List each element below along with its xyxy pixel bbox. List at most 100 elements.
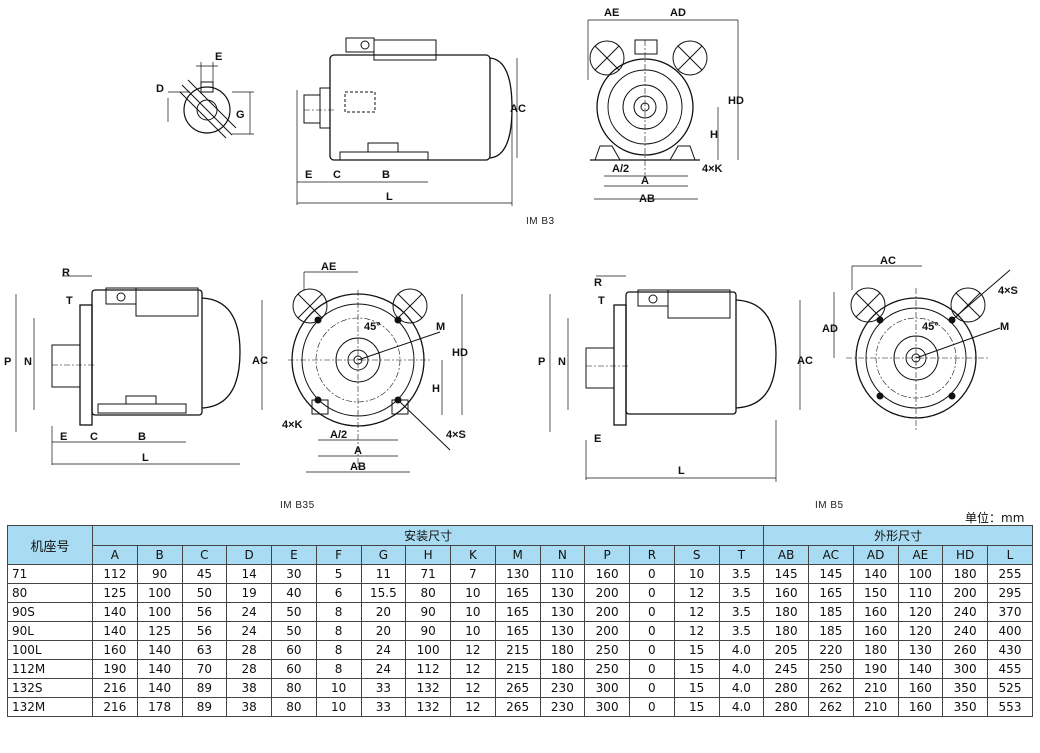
table-cell: 12 xyxy=(450,640,496,660)
dim-label-b3-b: B xyxy=(382,169,390,181)
table-cell: 90 xyxy=(405,621,451,641)
table-cell: 180 xyxy=(539,659,586,679)
table-cell: 0 xyxy=(629,564,675,584)
table-cell: 28 xyxy=(226,659,272,679)
table-column-header: R xyxy=(629,545,675,565)
table-cell: 89 xyxy=(181,697,228,717)
table-cell: 295 xyxy=(987,583,1033,603)
table-column-header: AC xyxy=(808,545,854,565)
table-cell: 20 xyxy=(360,621,407,641)
table-cell: 140 xyxy=(136,640,183,660)
table-cell: 24 xyxy=(360,640,407,660)
table-cell: 160 xyxy=(852,602,899,622)
table-cell: 300 xyxy=(584,678,630,698)
table-cell: 3.5 xyxy=(718,621,765,641)
caption-im-b3: IM B3 xyxy=(526,216,555,227)
table-cell: 145 xyxy=(763,564,809,584)
table-cell: 230 xyxy=(539,678,586,698)
dim-label-b35f-m: M xyxy=(436,321,445,333)
table-cell: 12 xyxy=(450,659,496,679)
table-cell: 125 xyxy=(136,621,183,641)
table-cell: 0 xyxy=(629,583,675,603)
dim-label-b5-e: E xyxy=(594,433,601,445)
table-cell: 50 xyxy=(271,621,317,641)
table-cell: 12 xyxy=(673,602,720,622)
table-cell: 200 xyxy=(942,583,988,603)
dim-label-b3-l: L xyxy=(386,191,393,203)
table-cell: 185 xyxy=(808,621,854,641)
table-cell: 250 xyxy=(808,659,854,679)
dim-label-b35f-ae: AE xyxy=(321,261,336,273)
dim-label-b35-n: N xyxy=(24,356,32,368)
table-cell: 45 xyxy=(181,564,228,584)
table-cell: 12 xyxy=(450,697,496,717)
dim-label-b35f-a: A xyxy=(354,445,362,457)
caption-im-b5: IM B5 xyxy=(815,500,844,511)
table-cell: 15.5 xyxy=(360,583,407,603)
dim-label-b35-ac: AC xyxy=(252,355,268,367)
table-cell: 200 xyxy=(584,583,630,603)
table-cell: 0 xyxy=(629,659,675,679)
dim-label-b3f-h: H xyxy=(710,129,718,141)
table-cell: 255 xyxy=(987,564,1033,584)
table-cell: 205 xyxy=(763,640,809,660)
table-cell: 8 xyxy=(315,640,362,660)
table-cell: 180 xyxy=(852,640,899,660)
dim-label-b5-l: L xyxy=(678,465,685,477)
table-cell: 80 xyxy=(271,697,317,717)
table-column-header: T xyxy=(718,545,765,565)
table-column-header: C xyxy=(181,545,228,565)
table-cell: 260 xyxy=(942,640,988,660)
dim-label-b3-c: C xyxy=(333,169,341,181)
dim-label-b5-p: P xyxy=(538,356,545,368)
dim-label-b3f-ab: AB xyxy=(639,193,655,205)
table-cell: 80 xyxy=(271,678,317,698)
table-cell: 165 xyxy=(494,583,541,603)
table-cell: 130 xyxy=(494,564,541,584)
table-cell: 28 xyxy=(226,640,272,660)
table-column-header: H xyxy=(405,545,451,565)
dim-label-b5f-ad: AD xyxy=(822,323,838,335)
table-cell: 30 xyxy=(271,564,317,584)
table-cell: 160 xyxy=(92,640,138,660)
table-cell: 8 xyxy=(315,602,362,622)
table-cell: 145 xyxy=(808,564,854,584)
dim-label-b5f-4s: 4×S xyxy=(998,285,1018,297)
table-column-header: B xyxy=(136,545,183,565)
table-cell: 3.5 xyxy=(718,564,765,584)
table-cell: 33 xyxy=(360,678,407,698)
table-cell: 455 xyxy=(987,659,1033,679)
table-cell: 160 xyxy=(852,621,899,641)
table-group-outline-dimensions: 外形尺寸 xyxy=(763,525,1033,546)
table-cell: 100 xyxy=(136,602,183,622)
table-cell: 56 xyxy=(181,602,228,622)
table-cell: 4.0 xyxy=(718,659,765,679)
table-cell: 430 xyxy=(987,640,1033,660)
table-cell: 240 xyxy=(942,621,988,641)
table-cell: 10 xyxy=(315,678,362,698)
table-cell: 200 xyxy=(584,602,630,622)
table-cell: 120 xyxy=(897,621,944,641)
table-cell: 130 xyxy=(897,640,944,660)
table-cell: 190 xyxy=(852,659,899,679)
table-cell: 400 xyxy=(987,621,1033,641)
table-cell: 265 xyxy=(494,678,541,698)
table-cell: 370 xyxy=(987,602,1033,622)
table-cell: 6 xyxy=(315,583,362,603)
dim-label-b35f-h: H xyxy=(432,383,440,395)
table-cell: 40 xyxy=(271,583,317,603)
table-cell: 12 xyxy=(673,583,720,603)
caption-im-b35: IM B35 xyxy=(280,500,315,511)
table-cell: 250 xyxy=(584,640,630,660)
frame-size-cell: 100L xyxy=(7,640,93,660)
table-cell: 11 xyxy=(360,564,407,584)
dim-label-b35f-ab: AB xyxy=(350,461,366,473)
table-cell: 80 xyxy=(405,583,451,603)
table-cell: 178 xyxy=(136,697,183,717)
